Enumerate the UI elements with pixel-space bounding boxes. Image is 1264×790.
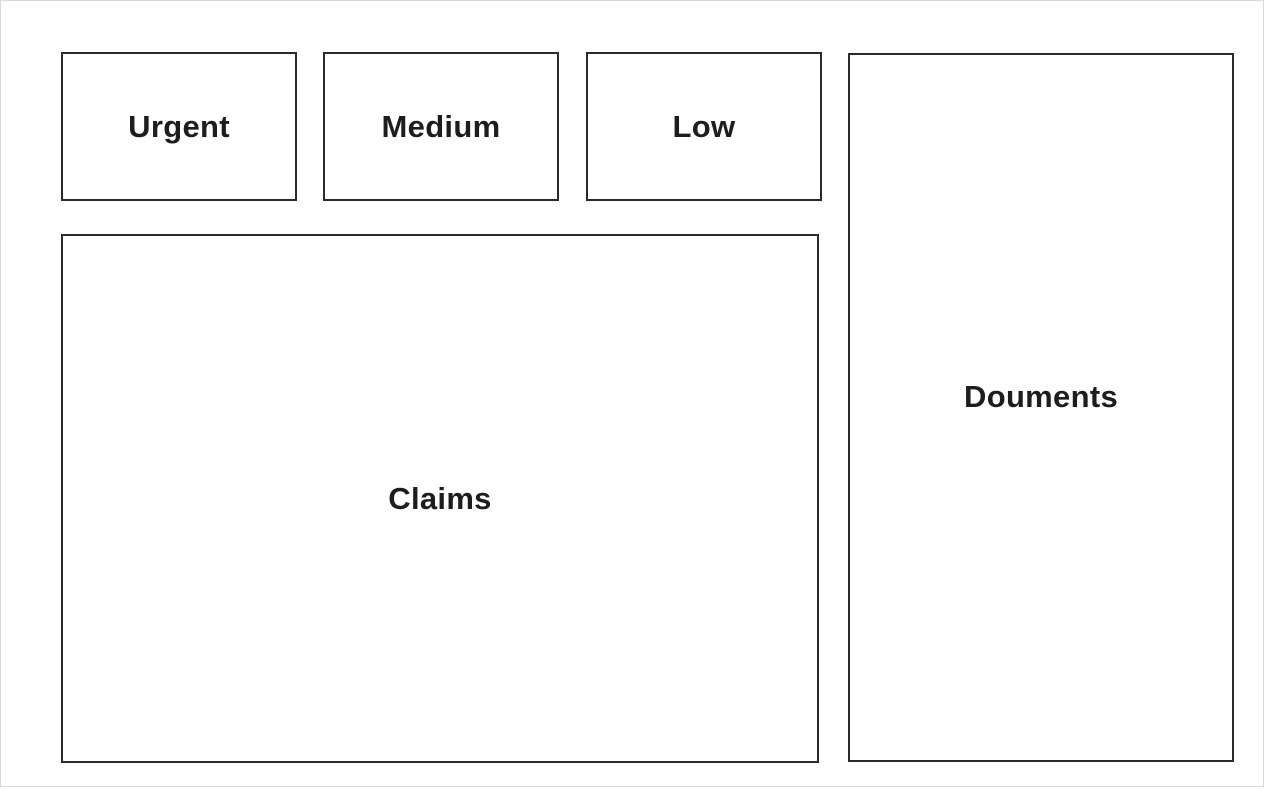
documents-box-label: Douments xyxy=(964,379,1118,414)
urgent-box[interactable]: Urgent xyxy=(61,52,297,201)
medium-box-label: Medium xyxy=(381,109,501,144)
documents-box[interactable]: Douments xyxy=(848,53,1234,762)
claims-box[interactable]: Claims xyxy=(61,234,819,763)
urgent-box-label: Urgent xyxy=(128,109,230,144)
medium-box[interactable]: Medium xyxy=(323,52,559,201)
claims-box-label: Claims xyxy=(388,481,492,516)
low-box[interactable]: Low xyxy=(586,52,822,201)
low-box-label: Low xyxy=(672,109,736,144)
